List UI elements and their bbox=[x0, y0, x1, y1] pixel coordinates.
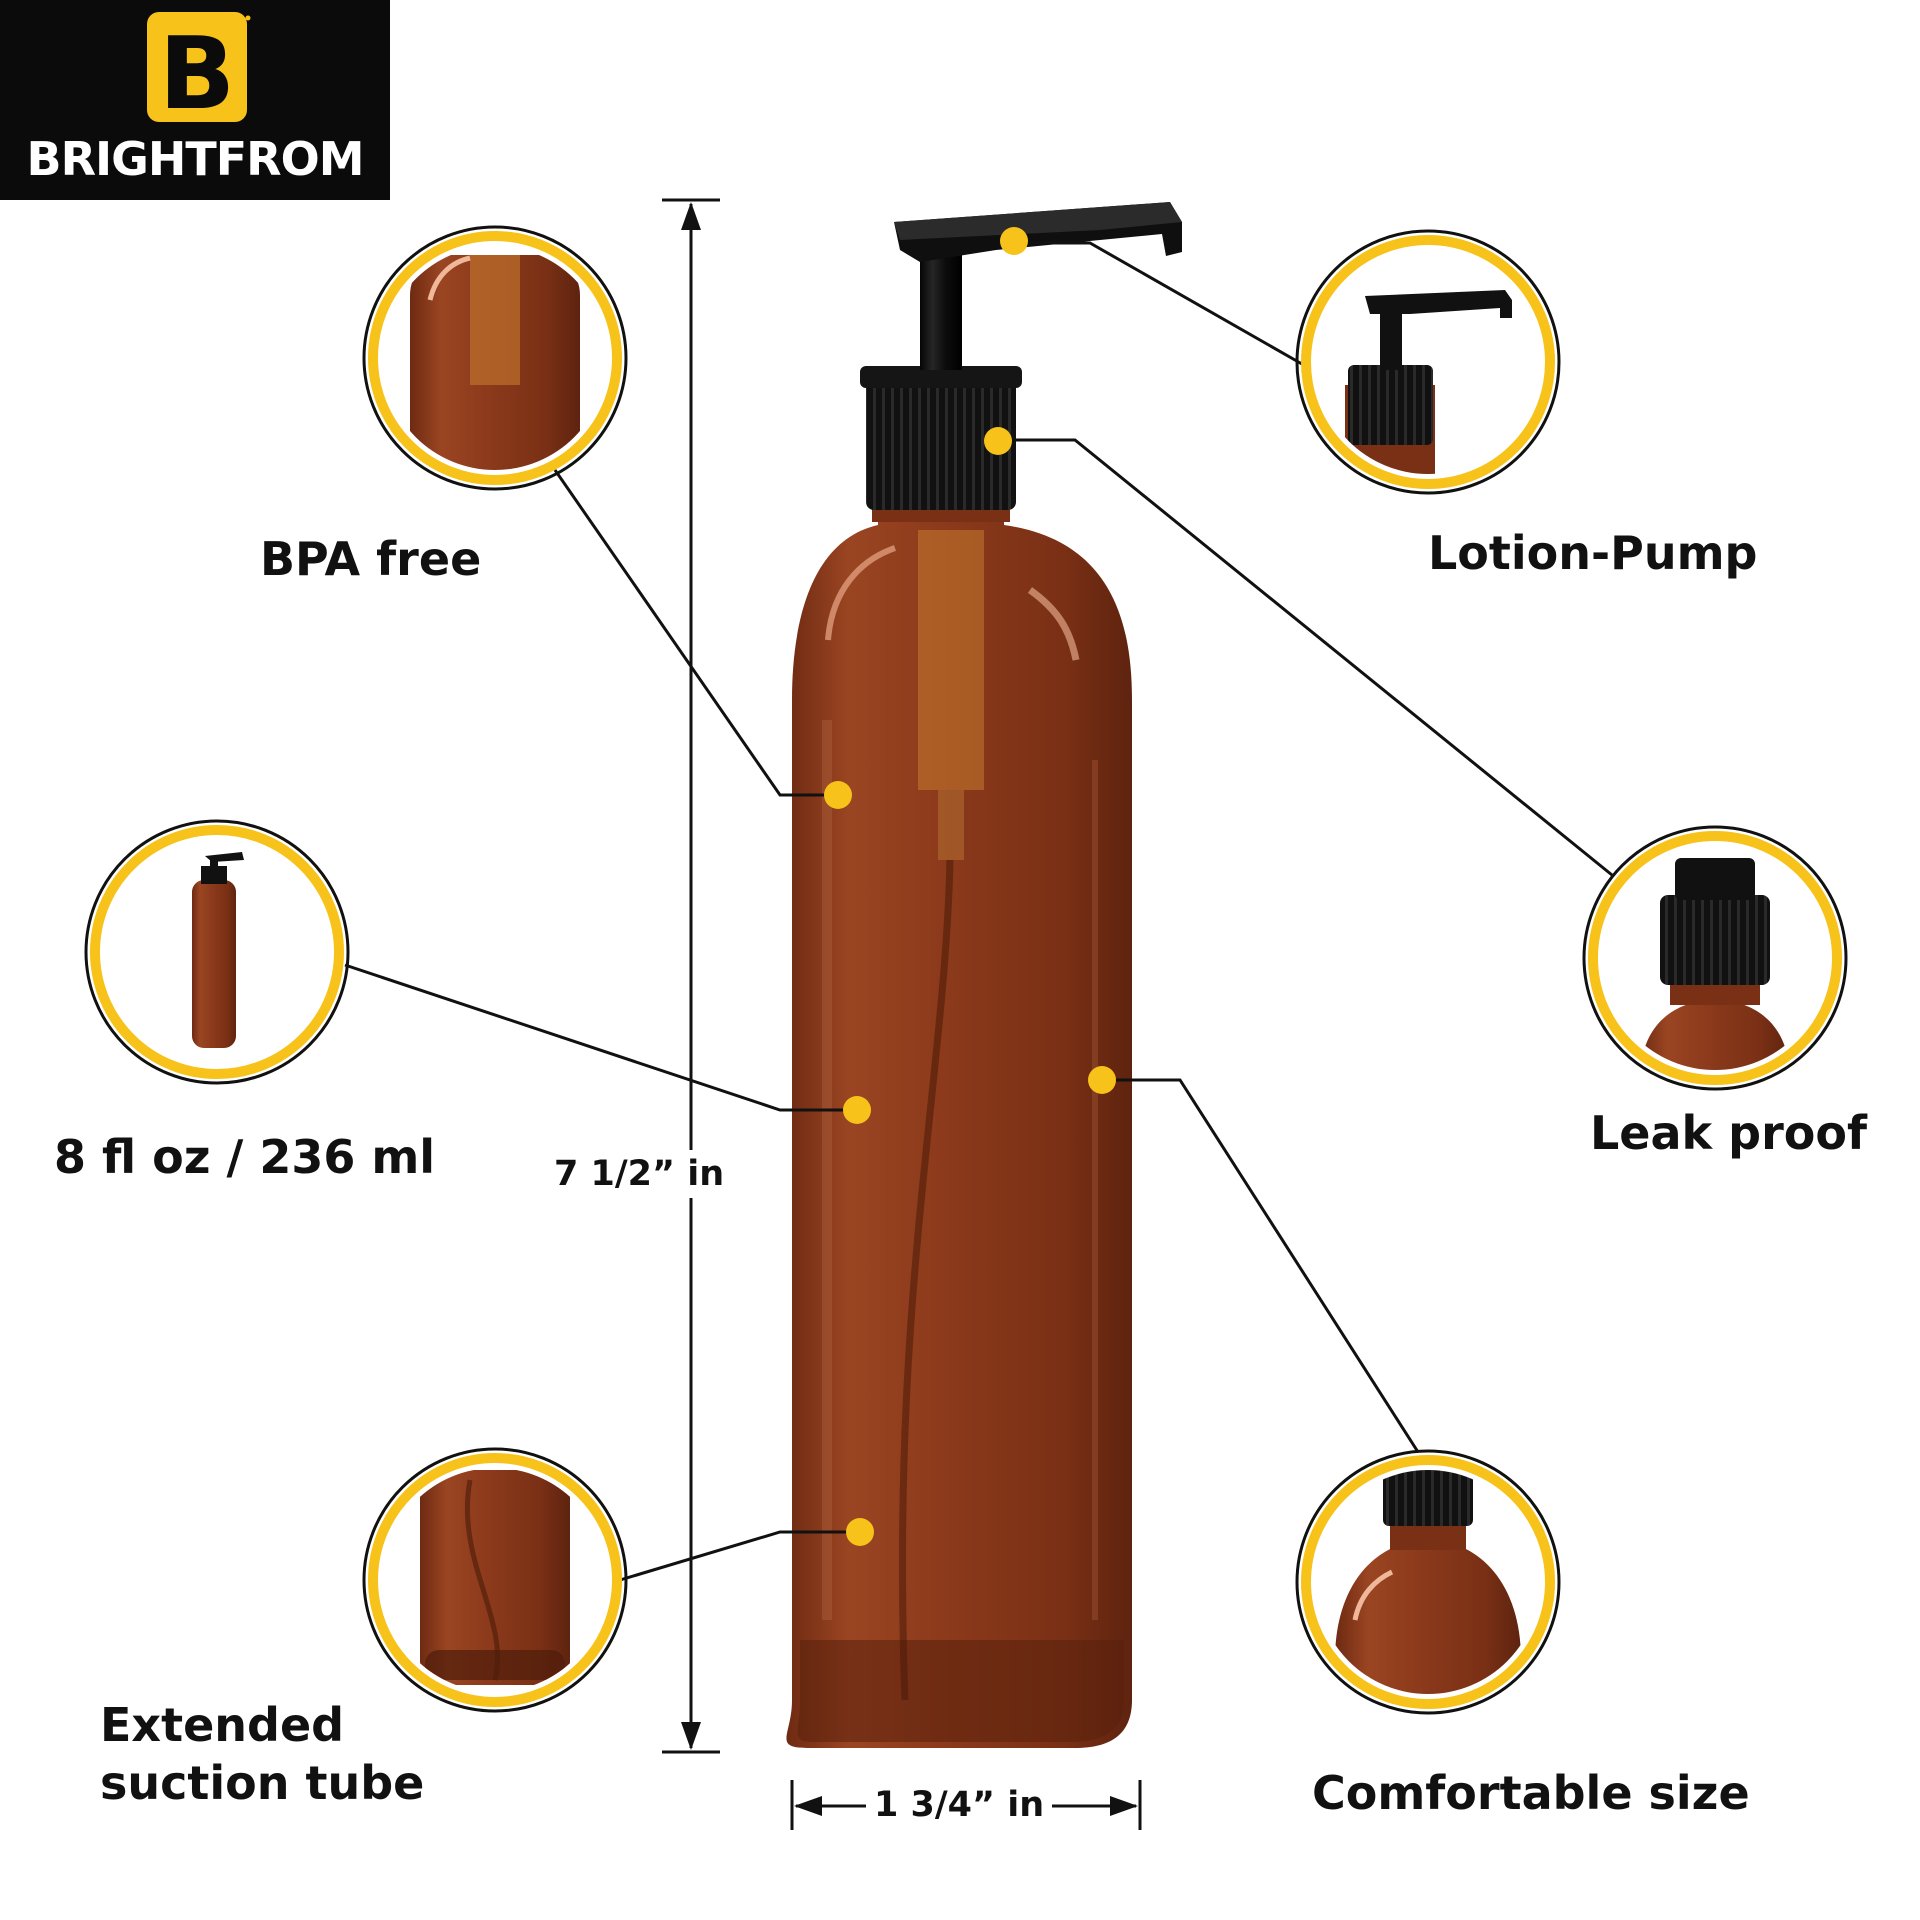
width-dimension-label: 1 3/4” in bbox=[866, 1785, 1053, 1825]
height-dimension-label: 7 1/2” in bbox=[548, 1150, 731, 1198]
comfortable-size-label: Comfortable size bbox=[1312, 1766, 1750, 1820]
callout-dots bbox=[824, 227, 1116, 1546]
bpa-free-closeup bbox=[362, 225, 628, 491]
leader-lines bbox=[344, 241, 1613, 1582]
suction-tube-label: Extended suction tube bbox=[100, 1698, 425, 1810]
lotion-pump-closeup bbox=[1295, 229, 1561, 495]
capacity-closeup bbox=[84, 819, 350, 1085]
brand-logo-icon: B bbox=[147, 12, 251, 132]
logo-letter: B bbox=[159, 15, 235, 132]
brand-logo: B BRIGHTFROM bbox=[0, 0, 390, 200]
height-dimension bbox=[662, 198, 720, 1754]
leak-proof-closeup bbox=[1582, 825, 1848, 1091]
capacity-label: 8 fl oz / 236 ml bbox=[54, 1130, 436, 1184]
brand-name: BRIGHTFROM bbox=[26, 132, 365, 186]
lotion-pump bbox=[860, 202, 1182, 510]
lotion-pump-label: Lotion-Pump bbox=[1428, 526, 1758, 580]
bpa-free-label: BPA free bbox=[260, 532, 482, 586]
comfortable-size-closeup bbox=[1295, 1449, 1561, 1715]
amber-bottle bbox=[786, 500, 1132, 1748]
leak-proof-label: Leak proof bbox=[1590, 1106, 1867, 1160]
suction-tube-closeup bbox=[362, 1447, 628, 1713]
